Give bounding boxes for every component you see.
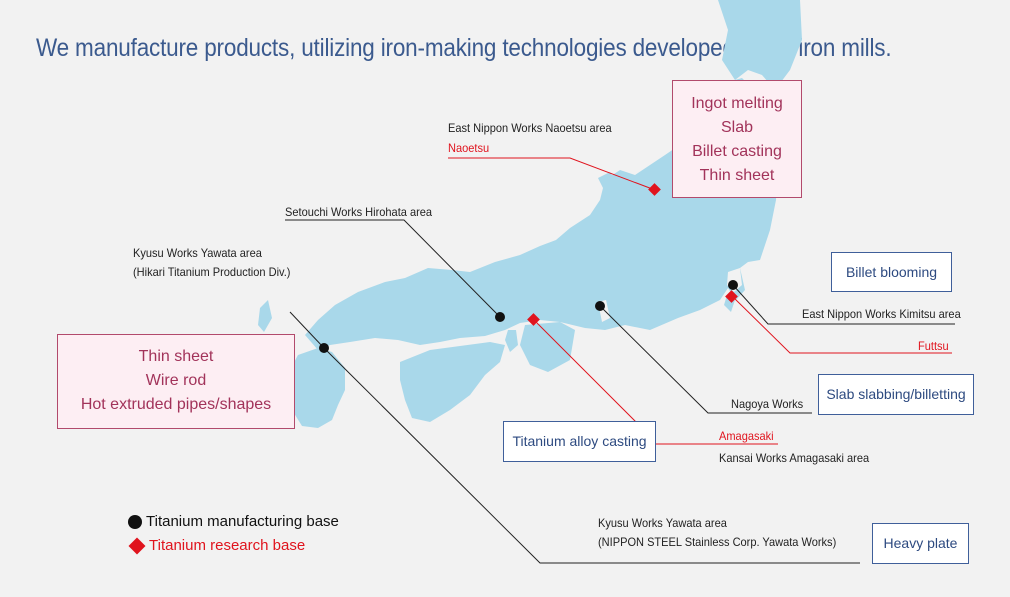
label-futtsu: Futtsu [918, 339, 949, 353]
product-line: Ingot melting [691, 95, 783, 112]
marker-nagoya [595, 301, 605, 311]
label-naoetsu-area: East Nippon Works Naoetsu area [448, 121, 612, 135]
label-amagasaki: Amagasaki [719, 429, 774, 443]
label-amagasaki-area: Kansai Works Amagasaki area [719, 451, 870, 465]
legend-manufacturing: Titanium manufacturing base [128, 513, 339, 530]
shikoku-land [400, 342, 505, 422]
leader-kimitsu [732, 284, 955, 325]
marker-kimitsu [728, 280, 738, 290]
tsushima-land [258, 300, 272, 332]
kyushu-land [285, 348, 345, 428]
leader-yawata [323, 347, 860, 564]
product-line: Wire rod [145, 372, 207, 389]
leader-hikari [289, 311, 325, 349]
product-line: Hot extruded pipes/shapes [80, 396, 272, 413]
label-nagoya: Nagoya Works [731, 397, 804, 411]
products-amagasaki-box: Titanium alloy casting [503, 421, 656, 462]
label-kimitsu: East Nippon Works Kimitsu area [802, 307, 961, 321]
label-hikari-line2: (Hikari Titanium Production Div.) [133, 265, 291, 279]
honshu-land [305, 78, 778, 350]
product-line: Thin sheet [699, 167, 775, 184]
product-line: Thin sheet [138, 348, 214, 365]
leader-naoetsu [448, 157, 656, 191]
products-naoetsu-box: Ingot melting Slab Billet casting Thin s… [672, 80, 802, 198]
leader-nagoya [599, 305, 812, 414]
products-yawata-box: Heavy plate [872, 523, 969, 564]
legend-research-label: Titanium research base [149, 537, 306, 554]
legend-manufacturing-label: Titanium manufacturing base [146, 513, 339, 530]
sado-land [598, 172, 616, 190]
label-yawata-line1: Kyusu Works Yawata area [598, 516, 727, 530]
diamond-icon [128, 537, 146, 554]
circle-icon [128, 514, 142, 529]
label-hikari-line1: Kyusu Works Yawata area [133, 246, 262, 260]
products-kimitsu-box: Billet blooming [831, 252, 952, 292]
kii-land [520, 322, 575, 372]
peninsula-land [535, 285, 590, 322]
label-hirohata: Setouchi Works Hirohata area [285, 205, 433, 219]
product-line: Slab [720, 119, 754, 136]
products-hikari-box: Thin sheet Wire rod Hot extruded pipes/s… [57, 334, 295, 429]
label-yawata-line2: (NIPPON STEEL Stainless Corp. Yawata Wor… [598, 535, 837, 549]
hokkaido-land [718, 0, 802, 90]
product-line: Billet casting [692, 143, 782, 160]
label-naoetsu: Naoetsu [448, 141, 490, 155]
leader-futtsu [731, 295, 952, 354]
products-nagoya-box: Slab slabbing/billetting [818, 374, 974, 415]
marker-hirohata [495, 312, 505, 322]
marker-hikari [319, 343, 329, 353]
legend-research: Titanium research base [128, 537, 305, 554]
awaji-land [505, 330, 518, 352]
leader-hirohata [285, 219, 501, 318]
